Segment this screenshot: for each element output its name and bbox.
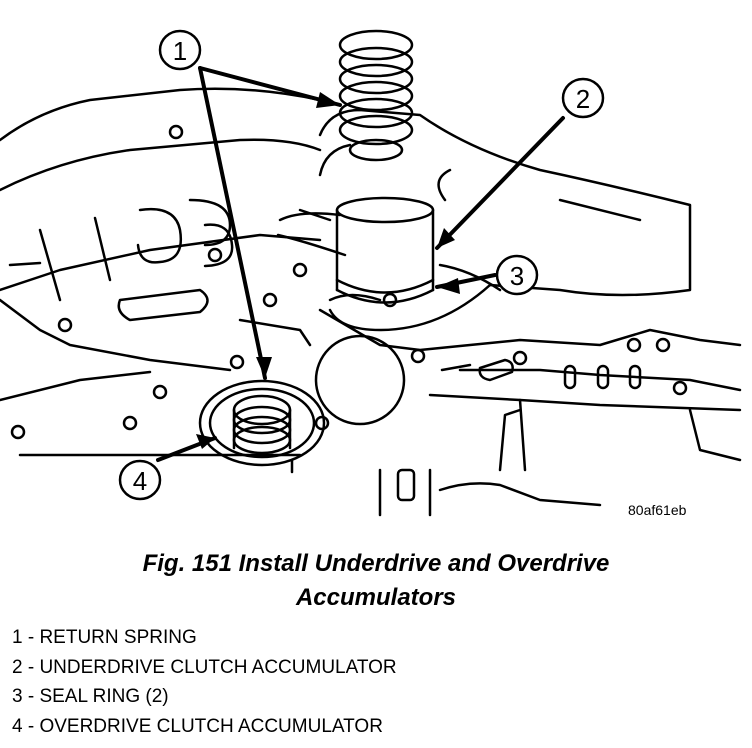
leader-lines <box>156 66 565 462</box>
callout-label-3: 3 <box>510 261 524 291</box>
legend-item: 4 - OVERDRIVE CLUTCH ACCUMULATOR <box>12 712 397 742</box>
legend-number: 1 <box>12 627 23 648</box>
valve-body <box>0 87 742 517</box>
legend-item: 1 - RETURN SPRING <box>12 623 397 653</box>
legend-list: 1 - RETURN SPRING 2 - UNDERDRIVE CLUTCH … <box>12 623 397 741</box>
legend-number: 3 <box>12 686 23 707</box>
overdrive-accumulator <box>198 379 326 467</box>
legend-text: - SEAL RING (2) <box>22 686 169 707</box>
callout-label-2: 2 <box>576 84 590 114</box>
callout-2 <box>561 77 605 119</box>
legend-number: 4 <box>12 715 23 737</box>
caption-line-2: Accumulators <box>295 584 457 611</box>
figure-caption: Fig. 151 Install Underdrive and Overdriv… <box>0 547 752 615</box>
legend-item: 3 - SEAL RING (2) <box>12 682 397 712</box>
legend-item: 2 - UNDERDRIVE CLUTCH ACCUMULATOR <box>12 653 397 683</box>
illustration: 1 2 3 4 <box>0 29 742 517</box>
callout-4 <box>118 459 162 501</box>
callout-label-4: 4 <box>133 466 147 496</box>
legend-number: 2 <box>12 656 23 678</box>
callout-1 <box>158 29 202 71</box>
legend-text: - OVERDRIVE CLUTCH ACCUMULATOR <box>22 715 383 737</box>
return-spring <box>338 29 414 162</box>
caption-line-1: Fig. 151 Install Underdrive and Overdriv… <box>142 550 610 577</box>
legend-text: - RETURN SPRING <box>22 627 197 648</box>
figure-code: 80af61eb <box>628 502 687 518</box>
callout-3 <box>495 254 539 296</box>
callout-label-1: 1 <box>173 36 187 66</box>
hand <box>276 108 692 332</box>
legend-text: - UNDERDRIVE CLUTCH ACCUMULATOR <box>22 656 397 678</box>
underdrive-accumulator <box>335 196 435 304</box>
